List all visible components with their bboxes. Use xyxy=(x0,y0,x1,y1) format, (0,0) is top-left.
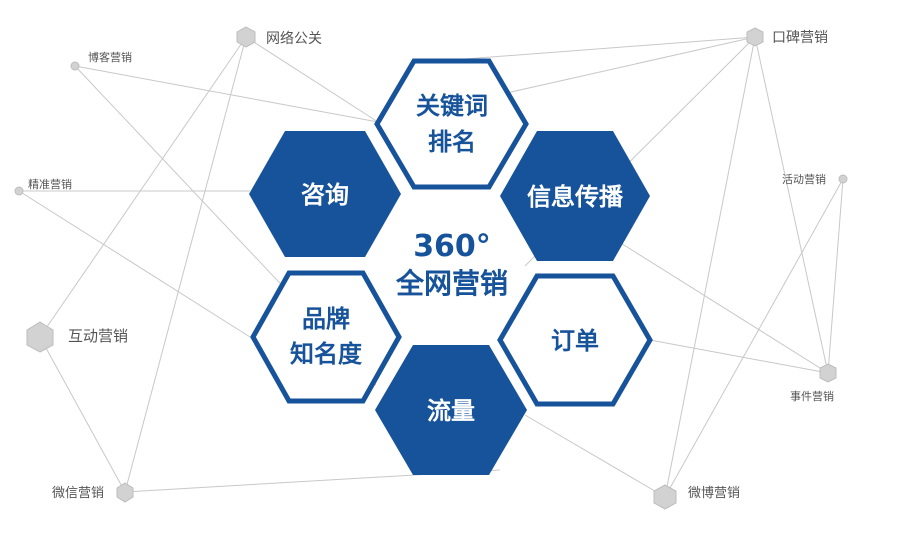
link-precision-brand xyxy=(18,190,251,338)
hex-brand-line2: 知名度 xyxy=(290,340,363,368)
link-keyword-wom xyxy=(451,36,756,61)
hex-info-label: 信息传播 xyxy=(527,183,624,211)
node-event xyxy=(819,363,837,383)
hex-traffic: 流量 xyxy=(375,345,527,475)
label-activity: 活动营销 xyxy=(782,172,826,186)
hex-consult-label: 咨询 xyxy=(301,181,349,209)
link-activity-weibo xyxy=(664,178,844,498)
label-blog: 博客营销 xyxy=(88,50,132,64)
hex-keyword-line1: 关键词 xyxy=(416,92,488,120)
node-weibo xyxy=(653,484,677,510)
hex-order-label: 订单 xyxy=(551,327,599,355)
link-wom-weibo xyxy=(664,36,756,498)
node-blog xyxy=(70,61,80,71)
hex-info-spread: 信息传播 xyxy=(500,131,650,261)
link-blog-keyword xyxy=(74,65,379,123)
network-nodes xyxy=(14,26,848,510)
hex-brand-awareness: 品牌 知名度 xyxy=(250,270,402,404)
node-word-of-mouth xyxy=(746,27,764,47)
link-activity-event xyxy=(827,178,844,374)
center-line2: 全网营销 xyxy=(395,267,508,300)
label-event: 事件营销 xyxy=(790,389,834,403)
center-title: 360° 全网营销 xyxy=(395,229,508,300)
hex-traffic-label: 流量 xyxy=(427,397,475,425)
label-network-pr: 网络公关 xyxy=(266,31,322,47)
label-wechat: 微信营销 xyxy=(52,486,104,501)
link-traffic-weibo xyxy=(524,414,666,498)
link-order-event xyxy=(649,339,829,374)
hex-consult: 咨询 xyxy=(249,131,401,257)
node-interactive xyxy=(26,321,54,353)
link-info-event xyxy=(599,229,829,374)
link-netpr-interactive xyxy=(39,36,247,338)
link-netpr-wechat xyxy=(124,36,247,493)
link-interactive-wechat xyxy=(39,336,126,493)
hex-brand-line1: 品牌 xyxy=(302,305,350,333)
label-weibo: 微博营销 xyxy=(688,486,740,501)
link-netpr-keyword xyxy=(245,36,379,123)
node-activity xyxy=(838,174,848,184)
node-network-pr xyxy=(236,26,256,48)
node-labels: 网络公关 博客营销 精准营销 互动营销 微信营销 口碑营销 活动营销 事件营销 … xyxy=(28,30,834,501)
hex-keyword-ranking: 关键词 排名 xyxy=(374,58,529,190)
label-precision: 精准营销 xyxy=(28,177,72,191)
link-wom-event xyxy=(754,36,829,374)
node-wechat xyxy=(116,482,134,503)
label-word-of-mouth: 口碑营销 xyxy=(772,30,828,46)
hex-keyword-line2: 排名 xyxy=(428,128,476,156)
center-line1: 360° xyxy=(413,229,491,264)
hexagon-cluster: 关键词 排名 咨询 信息传播 品牌 知名度 订单 流量 xyxy=(249,58,653,475)
label-interactive: 互动营销 xyxy=(68,327,128,345)
hex-order: 订单 xyxy=(497,273,653,407)
node-precision xyxy=(14,186,24,196)
